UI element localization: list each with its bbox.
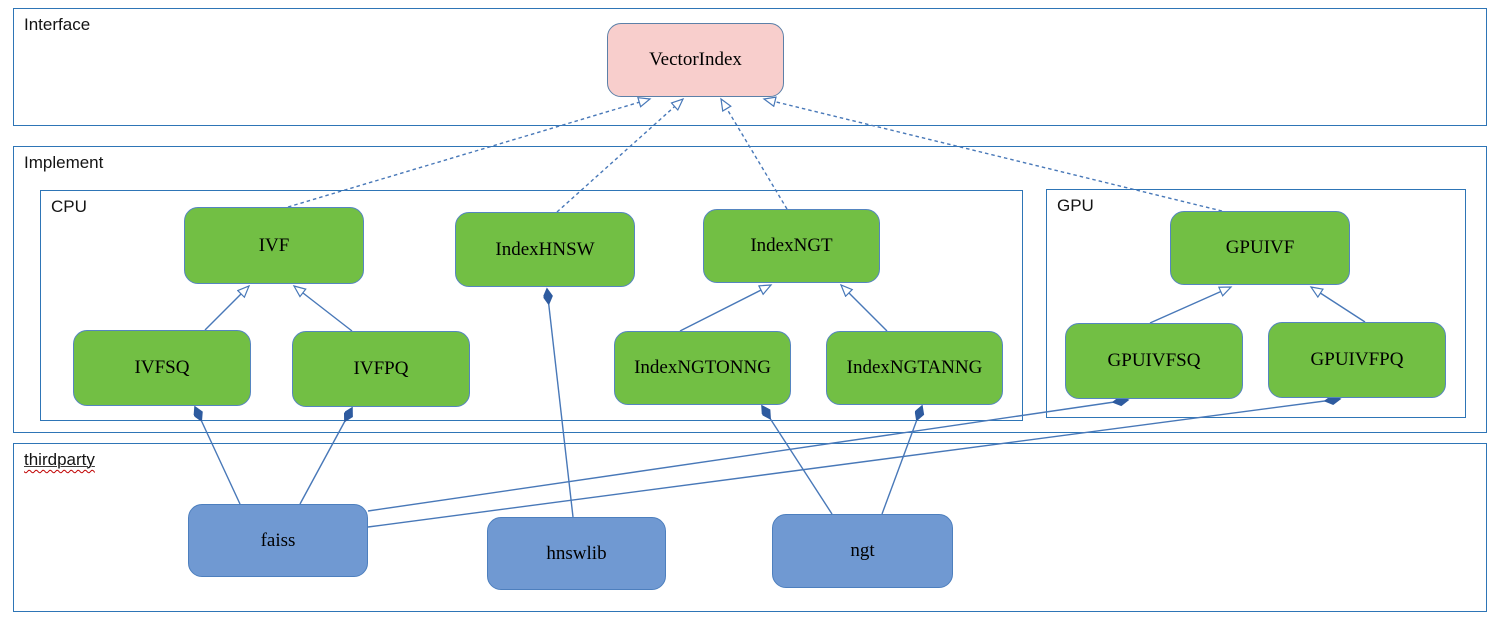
section-label-text-thirdparty: thirdparty <box>24 450 95 469</box>
node-hnswlib: hnswlib <box>487 517 666 590</box>
node-label-ivfsq: IVFSQ <box>134 357 190 378</box>
node-ivfpq: IVFPQ <box>292 331 470 407</box>
node-indexhnsw: IndexHNSW <box>455 212 635 287</box>
section-label-text-gpu: GPU <box>1057 196 1094 215</box>
node-indexngt: IndexNGT <box>703 209 880 283</box>
section-label-implement: Implement <box>24 152 103 174</box>
node-label-ivfpq: IVFPQ <box>353 358 409 379</box>
node-label-indexhnsw: IndexHNSW <box>495 238 595 260</box>
node-faiss: faiss <box>188 504 368 577</box>
node-label-indexngt: IndexNGT <box>750 235 833 256</box>
node-vectorindex: VectorIndex <box>607 23 784 97</box>
node-gpuivfpq: GPUIVFPQ <box>1268 322 1446 398</box>
section-label-text-implement: Implement <box>24 153 104 172</box>
node-label-gpuivfpq: GPUIVFPQ <box>1310 349 1404 370</box>
node-label-hnswlib: hnswlib <box>546 542 607 564</box>
node-label-indexngtonng: IndexNGTONNG <box>634 357 771 378</box>
node-indexngtanng: IndexNGTANNG <box>826 331 1003 405</box>
section-label-text-cpu: CPU <box>51 197 87 216</box>
section-label-text-interface: Interface <box>24 15 91 34</box>
node-ngt: ngt <box>772 514 953 588</box>
node-label-ngt: ngt <box>850 540 875 561</box>
node-ivf: IVF <box>184 207 364 284</box>
node-gpuivfsq: GPUIVFSQ <box>1065 323 1243 399</box>
node-label-gpuivf: GPUIVF <box>1225 237 1295 258</box>
node-label-faiss: faiss <box>260 529 296 551</box>
section-label-cpu: CPU <box>51 196 87 218</box>
node-gpuivf: GPUIVF <box>1170 211 1350 285</box>
node-label-ivf: IVF <box>258 234 290 256</box>
node-label-vectorindex: VectorIndex <box>649 49 742 70</box>
section-label-thirdparty: thirdparty <box>24 449 95 471</box>
section-label-gpu: GPU <box>1057 195 1094 217</box>
node-indexngtonng: IndexNGTONNG <box>614 331 791 405</box>
section-label-interface: Interface <box>24 14 90 36</box>
node-label-indexngtanng: IndexNGTANNG <box>846 357 983 378</box>
node-label-gpuivfsq: GPUIVFSQ <box>1107 350 1201 371</box>
node-ivfsq: IVFSQ <box>73 330 251 406</box>
